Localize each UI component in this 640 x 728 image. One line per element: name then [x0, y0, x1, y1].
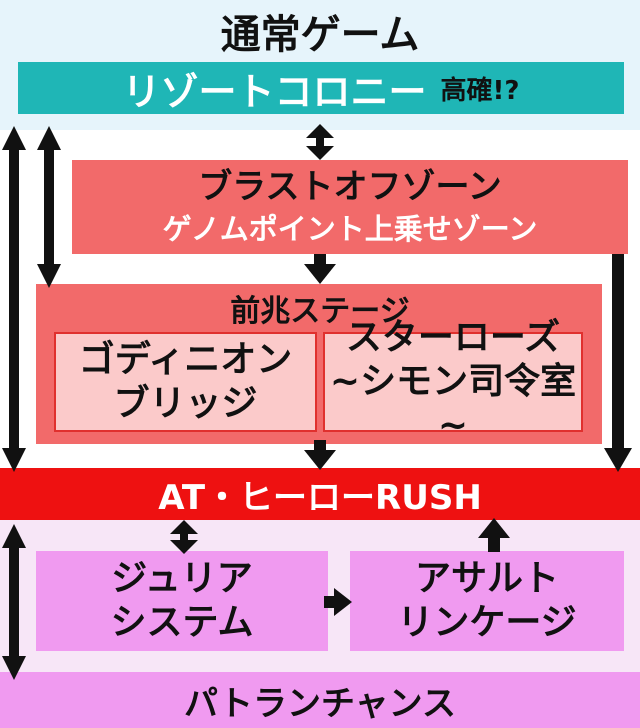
genome-point-zone-label: ゲノムポイント上乗せゾーン	[162, 212, 538, 246]
system-label: システム	[110, 602, 254, 643]
at-hero-rush-label: AT・ヒーローRUSH	[158, 477, 482, 518]
star-rose-label: スターローズ	[345, 317, 561, 358]
normal-game-title: 通常ゲーム	[220, 12, 420, 58]
simon-command-room-label: ~シモン司令室~	[329, 361, 577, 446]
patran-chance-box: パトランチャンス	[0, 672, 640, 728]
blast-off-zone-label: ブラストオフゾーン	[198, 167, 502, 207]
godinion-label: ゴディニオン	[78, 339, 293, 380]
resort-colony-note: 高確!?	[440, 75, 520, 106]
julia-system-box: ジュリア システム	[36, 551, 328, 651]
resort-colony-box: リゾートコロニー 高確!?	[18, 62, 624, 114]
star-rose-box: スターローズ ~シモン司令室~	[323, 317, 583, 446]
julia-label: ジュリア	[111, 558, 253, 599]
at-hero-rush-box: AT・ヒーローRUSH	[0, 468, 640, 520]
blast-off-zone-box: ブラストオフゾーン ゲノムポイント上乗せゾーン	[72, 160, 628, 254]
resort-colony-label: リゾートコロニー	[122, 69, 427, 114]
patran-chance-label: パトランチャンス	[184, 683, 456, 724]
godinion-bridge-box: ゴディニオン ブリッジ	[54, 332, 317, 432]
linkage-label: リンケージ	[397, 602, 577, 643]
down-arrow-blast-zencho	[304, 254, 336, 284]
zencho-stage-label: 前兆ステージ	[230, 294, 410, 329]
assault-label: アサルト	[414, 558, 559, 599]
bridge-label: ブリッジ	[113, 383, 258, 424]
left-double-arrow-resort-zencho	[37, 126, 61, 288]
assault-linkage-box: アサルト リンケージ	[350, 551, 624, 651]
